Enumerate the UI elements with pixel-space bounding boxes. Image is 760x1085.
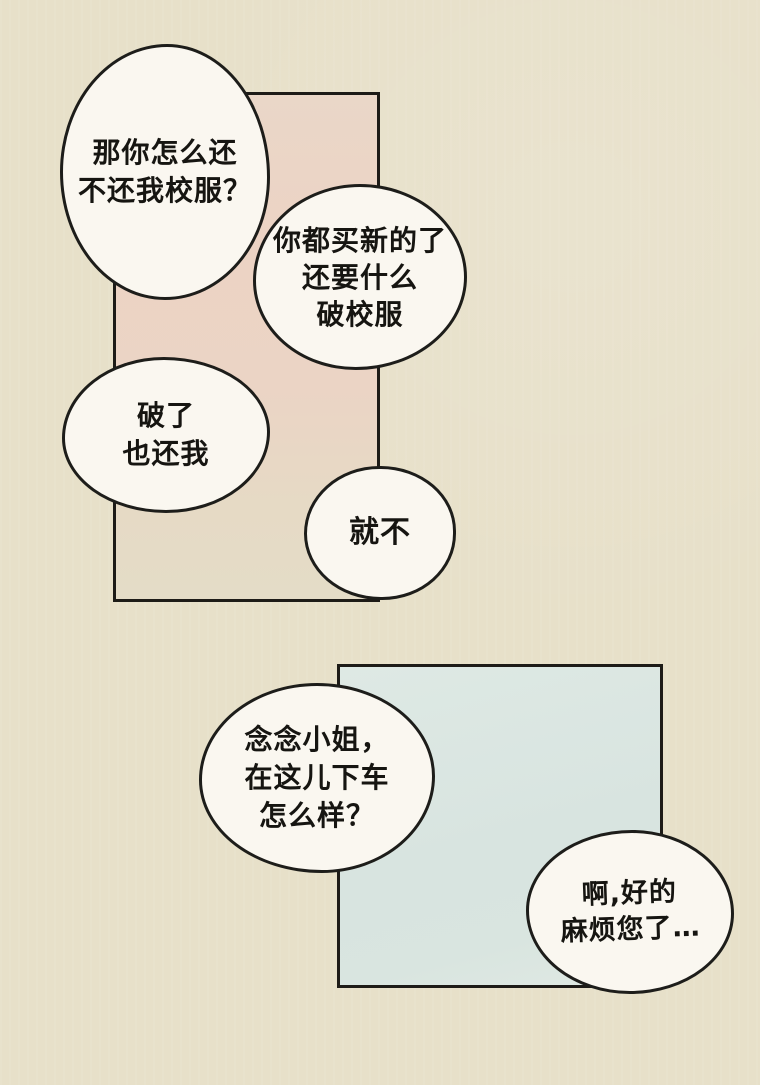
speech-text: 破了 — [136, 399, 195, 432]
speech-text: 麻烦您了… — [560, 911, 702, 948]
speech-bubble-6: 啊,好的 麻烦您了… — [526, 830, 734, 994]
speech-text: 啊,好的 — [581, 876, 678, 911]
speech-text-group: 啊,好的 麻烦您了… — [559, 874, 701, 951]
speech-text: 还要什么 — [301, 260, 418, 294]
speech-bubble-1: 那你怎么还 不还我校服？ — [60, 44, 270, 300]
speech-text: 怎么样？ — [258, 799, 375, 832]
speech-text: 破校服 — [316, 297, 404, 331]
speech-bubble-5: 念念小姐， 在这儿下车 怎么样？ — [199, 683, 435, 873]
speech-text: 你都买新的了 — [272, 223, 447, 257]
speech-text: 就不 — [349, 515, 411, 550]
speech-text: 念念小姐， — [244, 723, 390, 756]
speech-text: 也还我 — [122, 437, 210, 470]
speech-bubble-2: 你都买新的了 还要什么 破校服 — [253, 184, 467, 370]
speech-text: 那你怎么还 — [92, 136, 238, 169]
speech-bubble-3: 破了 也还我 — [62, 357, 270, 513]
speech-bubble-4: 就不 — [304, 466, 456, 600]
speech-text: 不还我校服？ — [77, 174, 252, 207]
speech-text: 在这儿下车 — [244, 761, 390, 794]
